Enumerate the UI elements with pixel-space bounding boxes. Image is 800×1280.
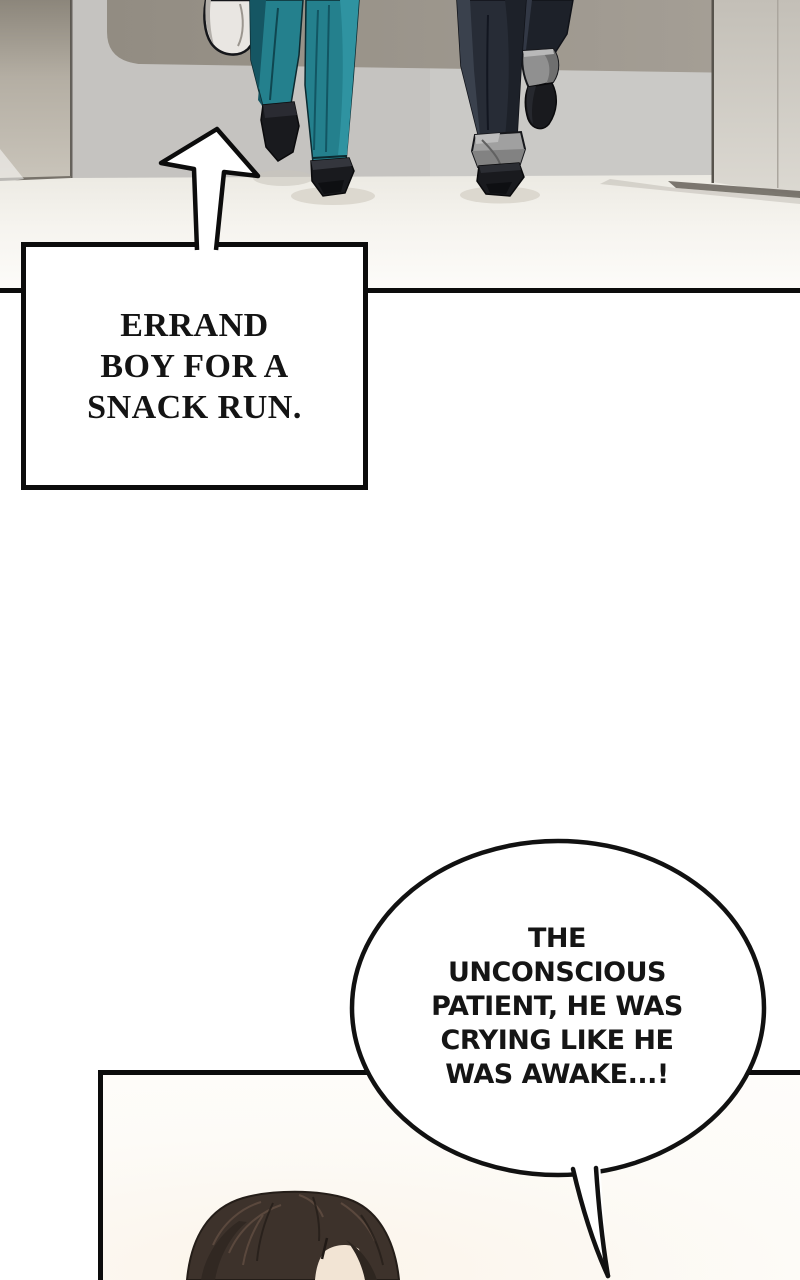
caption-box: ERRAND BOY FOR A SNACK RUN. <box>21 242 368 490</box>
figure-scrubs-legs <box>249 0 360 197</box>
speech-bubble-text: THE UNCONSCIOUS PATIENT, HE WAS CRYING L… <box>431 923 683 1090</box>
character-head <box>185 1190 401 1280</box>
doorway-pillar <box>600 0 800 204</box>
caption-text: ERRAND BOY FOR A SNACK RUN. <box>87 306 302 426</box>
wall-shadow-band <box>107 0 745 73</box>
plastic-bag <box>203 0 261 56</box>
arrow-up-pointer-icon <box>158 126 261 251</box>
speech-bubble <box>349 838 767 1279</box>
left-wall <box>0 0 71 184</box>
panel-1-bottom-border <box>0 288 800 293</box>
figure-dark-pants-legs <box>456 0 574 197</box>
